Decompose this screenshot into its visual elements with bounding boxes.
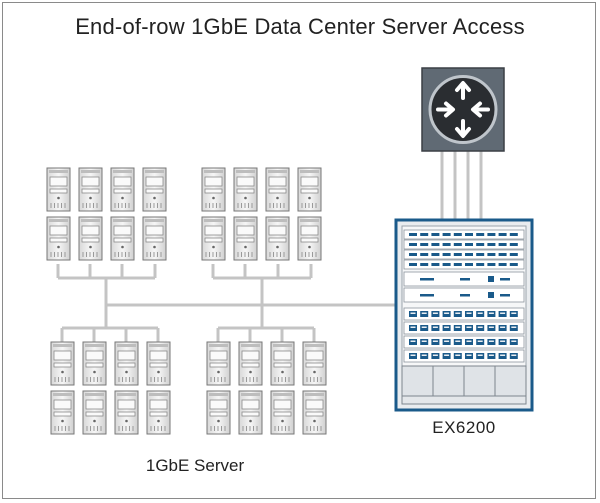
server-icon [82, 341, 107, 386]
line-card [403, 249, 525, 260]
line-card [403, 349, 525, 363]
server-icon [146, 390, 171, 435]
server-icon [46, 216, 71, 261]
server-icon [110, 216, 135, 261]
server-icon [206, 341, 231, 386]
server-icon [82, 390, 107, 435]
server-icon [110, 167, 135, 212]
server-icon [114, 341, 139, 386]
server-cluster [46, 167, 167, 261]
server-icon [233, 167, 258, 212]
server-icon [46, 167, 71, 212]
server-icon [238, 341, 263, 386]
server-icon [50, 341, 75, 386]
server-icon [302, 341, 327, 386]
server-icon [297, 216, 322, 261]
router-icon [421, 67, 505, 152]
supervisor-card [403, 287, 525, 303]
switch-label: EX6200 [432, 418, 496, 437]
server-icon [265, 216, 290, 261]
server-cluster [206, 341, 327, 435]
server-cluster [201, 167, 322, 261]
line-card [403, 239, 525, 250]
server-icon [78, 216, 103, 261]
server-icon [142, 216, 167, 261]
server-icon [142, 167, 167, 212]
server-icon [206, 390, 231, 435]
server-icon [270, 341, 295, 386]
server-cluster [50, 341, 171, 435]
server-icon [233, 216, 258, 261]
server-icon [114, 390, 139, 435]
server-icon [270, 390, 295, 435]
supervisor-card [403, 271, 525, 287]
server-icon [78, 167, 103, 212]
line-card [403, 335, 525, 349]
diagram-title: End-of-row 1GbE Data Center Server Acces… [75, 14, 525, 39]
server-icon [297, 167, 322, 212]
switch-chassis-icon [394, 218, 534, 412]
server-icon [50, 390, 75, 435]
line-card [403, 307, 525, 321]
server-icon [146, 341, 171, 386]
connection-lines [56, 150, 483, 342]
server-icon [201, 167, 226, 212]
server-group-label: 1GbE Server [145, 456, 245, 475]
line-card [403, 321, 525, 335]
server-clusters [46, 167, 327, 435]
line-card [403, 229, 525, 240]
server-icon [265, 167, 290, 212]
server-icon [201, 216, 226, 261]
server-icon [238, 390, 263, 435]
line-card [403, 259, 525, 270]
server-icon [302, 390, 327, 435]
